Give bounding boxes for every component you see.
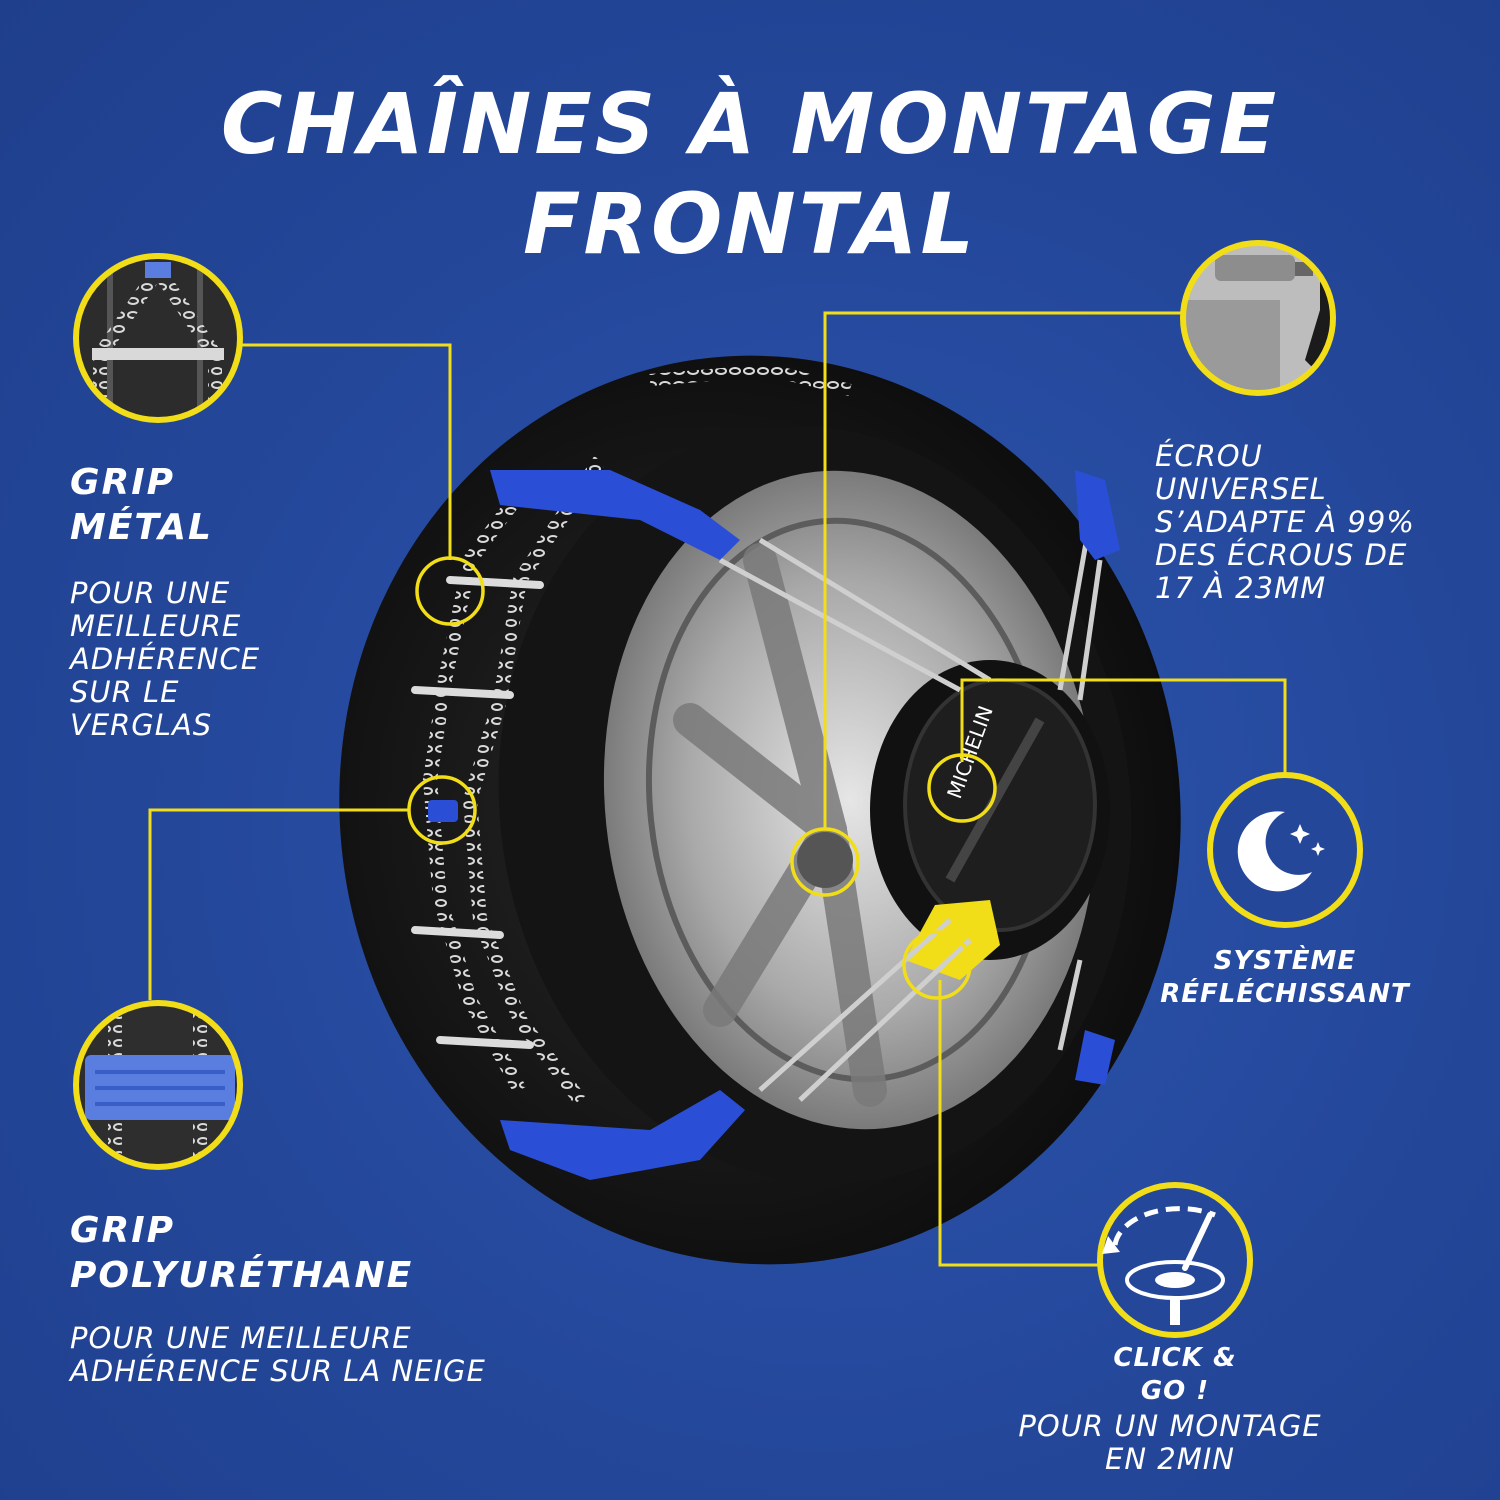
chain-tread <box>411 363 1120 1180</box>
click-go-icon <box>1097 1182 1253 1338</box>
grip-metal-heading-1: GRIP <box>70 462 176 503</box>
grip-poly-description: POUR UNE MEILLEURE ADHÉRENCE SUR LA NEIG… <box>70 1321 486 1388</box>
callout-lines <box>148 311 1287 1267</box>
grip-metal-heading-2: MÉTAL <box>70 507 213 548</box>
tire: MICHELIN <box>339 355 1181 1265</box>
metal-grip-detail-circle <box>73 253 243 423</box>
grip-poly-heading-1: GRIP <box>70 1210 176 1251</box>
polyurethane-grip-detail-circle <box>73 1000 243 1170</box>
moon-icon <box>1207 772 1363 928</box>
grip-poly-heading-2: POLYURÉTHANE <box>70 1255 414 1296</box>
yellow-lever <box>905 900 1000 980</box>
click-go-heading: CLICK & GO ! <box>1113 1343 1237 1406</box>
highlight-circles <box>407 556 997 1000</box>
page-title-line-1: CHAÎNES À MONTAGE <box>220 75 1280 173</box>
page-title-line-2: FRONTAL <box>522 175 978 273</box>
grip-metal-description: POUR UNE MEILLEURE ADHÉRENCE SUR LE VERG… <box>70 576 261 742</box>
universal-nut-detail-circle <box>1180 240 1336 396</box>
universal-nut-description: ÉCROU UNIVERSEL S’ADAPTE À 99% DES ÉCROU… <box>1155 439 1415 605</box>
click-go-description: POUR UN MONTAGE EN 2MIN <box>1018 1409 1322 1476</box>
reflective-heading: SYSTÈME RÉFLÉCHISSANT <box>1160 946 1410 1009</box>
